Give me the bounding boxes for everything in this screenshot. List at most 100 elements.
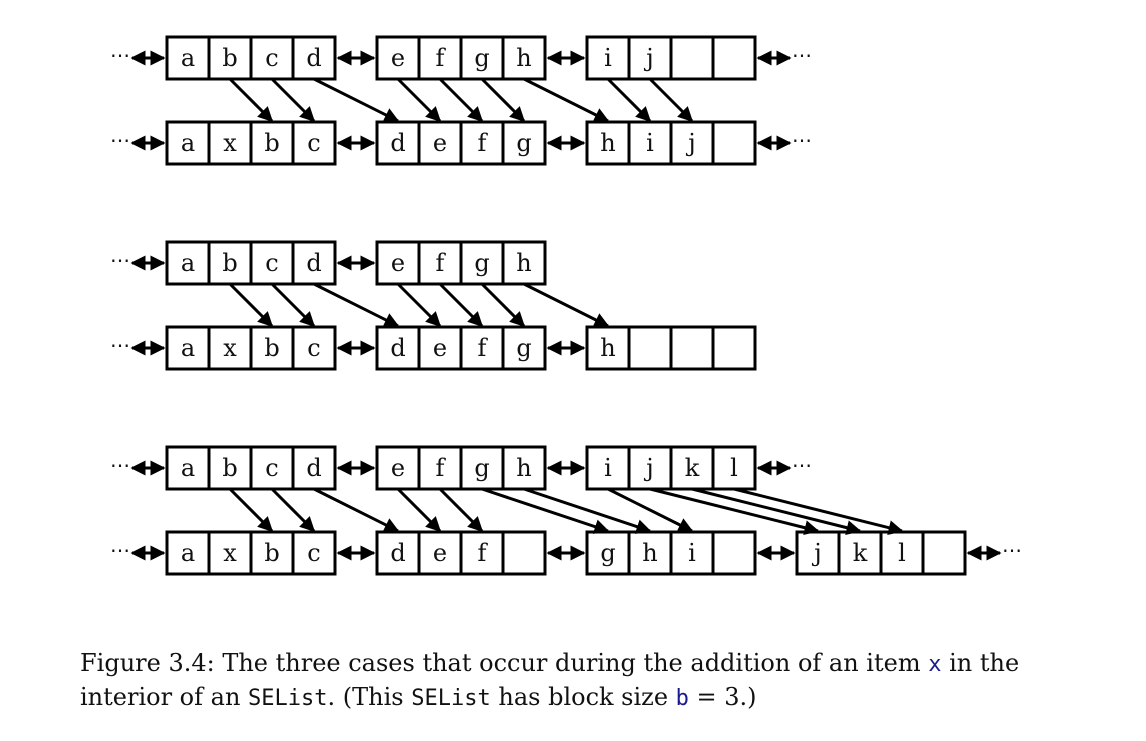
cell-label: c	[265, 454, 278, 482]
cell-label: h	[600, 129, 615, 157]
empty-cell	[501, 530, 547, 576]
cell-b	[249, 530, 295, 576]
cell-label: b	[222, 249, 237, 277]
move-arrow-e	[396, 282, 442, 328]
left-ellipsis: ⋯	[110, 453, 130, 477]
empty-cell	[711, 35, 757, 81]
cell-e	[375, 445, 421, 491]
cell-label: e	[391, 454, 405, 482]
cell-label: a	[181, 454, 195, 482]
move-arrow-d	[313, 77, 400, 123]
cell-g	[501, 325, 547, 371]
cell-label: d	[390, 539, 405, 567]
cell-label: x	[223, 129, 237, 157]
cell-label: e	[391, 249, 405, 277]
cell-label: x	[223, 334, 237, 362]
empty-cell	[711, 120, 757, 166]
left-ellipsis: ⋯	[110, 248, 130, 272]
move-arrow-l	[733, 487, 904, 536]
caption-middle: in the interior of an	[80, 649, 1020, 711]
cell-label: f	[436, 249, 447, 277]
cell-label: g	[600, 539, 615, 567]
cell-label: c	[265, 249, 278, 277]
left-ellipsis: ⋯	[110, 128, 130, 152]
move-arrow-g	[480, 77, 526, 123]
cell-label: l	[898, 539, 906, 567]
case-2-moves	[228, 282, 610, 328]
cell-a	[165, 240, 211, 286]
move-arrow-i	[606, 77, 652, 123]
empty-cell	[669, 325, 715, 371]
move-arrow-f	[438, 487, 484, 533]
cell-label: g	[474, 249, 489, 277]
cell-label: b	[264, 334, 279, 362]
cell-label: e	[433, 539, 447, 567]
cell-label: a	[181, 334, 195, 362]
cell-label: d	[306, 249, 321, 277]
move-arrow-h	[523, 77, 610, 123]
move-arrow-k	[691, 487, 862, 536]
cell-label: g	[516, 129, 531, 157]
cell-label: b	[264, 129, 279, 157]
cell-h	[585, 325, 631, 371]
cell-label: d	[390, 129, 405, 157]
cell-d	[291, 35, 337, 81]
block: h	[585, 325, 757, 371]
caption-class-name-1: SEList	[248, 686, 328, 711]
move-arrow-f	[438, 77, 484, 123]
cell-label: a	[181, 249, 195, 277]
cell-label: i	[646, 129, 654, 157]
cell-label: b	[222, 454, 237, 482]
left-ellipsis: ⋯	[110, 333, 130, 357]
cell-label: k	[685, 454, 700, 482]
cell-label: c	[307, 539, 320, 567]
cell-label: f	[478, 539, 489, 567]
move-arrow-c	[270, 282, 316, 328]
cell-label: h	[600, 334, 615, 362]
cell-label: i	[688, 539, 696, 567]
cell-label: j	[643, 454, 653, 482]
cell-a	[165, 35, 211, 81]
cell-e	[417, 530, 463, 576]
cell-label: e	[391, 44, 405, 72]
cell-j	[795, 530, 841, 576]
right-ellipsis: ⋯	[792, 128, 812, 152]
move-arrow-h	[523, 487, 652, 534]
cell-label: j	[811, 539, 821, 567]
move-arrow-d	[313, 487, 400, 533]
cell-x	[207, 530, 253, 576]
cell-h	[627, 530, 673, 576]
cell-label: g	[516, 334, 531, 362]
cell-g	[501, 120, 547, 166]
cell-label: f	[436, 454, 447, 482]
cell-label: f	[478, 129, 489, 157]
cell-label: f	[478, 334, 489, 362]
cell-c	[291, 325, 337, 371]
cell-label: a	[181, 44, 195, 72]
cell-label: g	[474, 454, 489, 482]
cell-label: x	[223, 539, 237, 567]
cell-label: d	[306, 454, 321, 482]
cell-label: a	[181, 539, 195, 567]
cell-label: e	[433, 334, 447, 362]
move-arrow-i	[607, 487, 694, 533]
cell-label: h	[516, 249, 531, 277]
cell-label: c	[307, 334, 320, 362]
